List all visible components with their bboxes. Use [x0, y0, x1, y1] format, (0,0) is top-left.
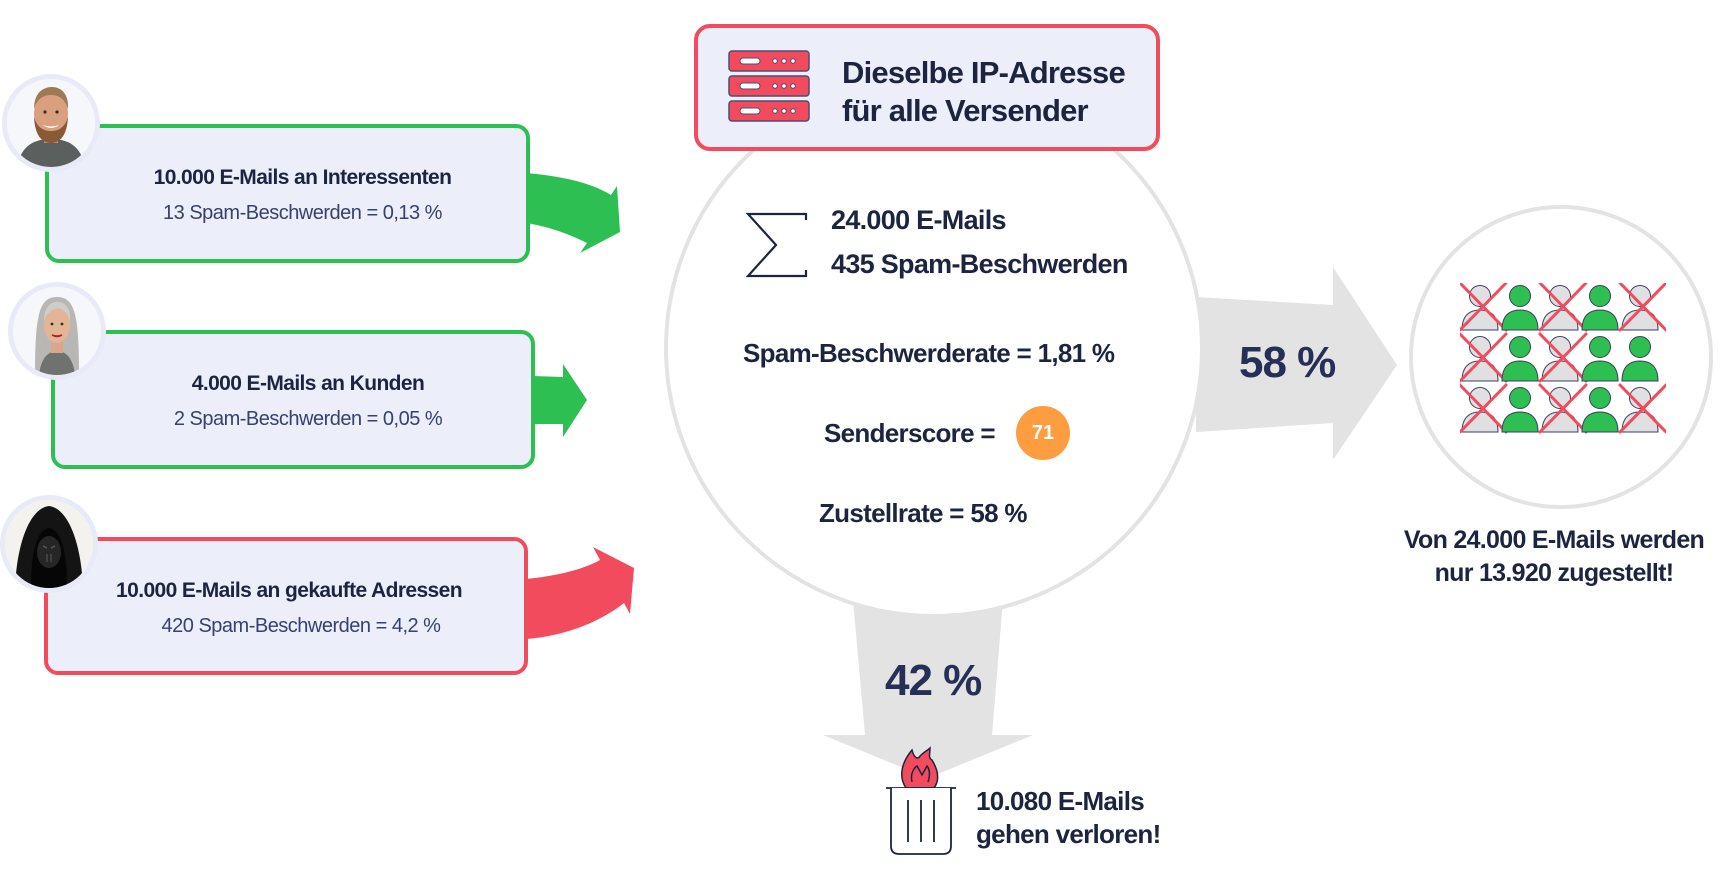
lost-person-icon: [1538, 332, 1588, 383]
delivered-person-icon: [1501, 336, 1539, 382]
delivery-rate: Zustellrate = 58 %: [819, 498, 1027, 528]
cross-mark-icon: [1538, 283, 1588, 332]
sender-title: 10.000 E-Mails an gekaufte Adressen: [116, 579, 462, 602]
lost-person-icon: [1618, 383, 1666, 434]
avatar-smiling-bearded-man: [2, 74, 100, 172]
total-complaints: 435 Spam-Beschwerden: [831, 249, 1128, 279]
burning-trash-can-icon: [886, 746, 956, 855]
delivered-percent: 58 %: [1239, 338, 1336, 387]
cross-mark-icon: [1460, 332, 1508, 383]
lost-person-icon: [1618, 283, 1666, 332]
cross-mark-icon: [1538, 383, 1588, 434]
sender-complaints: 420 Spam-Beschwerden = 4,2 %: [161, 615, 441, 637]
senderscore-badge: 71: [1016, 406, 1070, 460]
sender-card-prospects: 10.000 E-Mails an Interessenten 13 Spam-…: [45, 124, 530, 263]
sender-arrow-3: [526, 547, 634, 639]
ip-label-line1: Dieselbe IP-Adresse: [842, 55, 1126, 90]
complaint-rate: Spam-Beschwerderate = 1,81 %: [743, 338, 1115, 368]
delivered-person-icon: [1621, 336, 1659, 382]
sender-card-customers: 4.000 E-Mails an Kunden 2 Spam-Beschwerd…: [51, 330, 535, 469]
shared-ip-label: Dieselbe IP-Adresse für alle Versender: [842, 54, 1126, 130]
delivered-caption: Von 24.000 E-Mails werden nur 13.920 zug…: [1380, 524, 1728, 590]
cross-mark-icon: [1538, 332, 1588, 383]
delivered-person-icon: [1581, 285, 1619, 331]
sender-complaints: 2 Spam-Beschwerden = 0,05 %: [173, 408, 443, 430]
lost-caption-line1: 10.080 E-Mails: [976, 786, 1145, 816]
sender-title: 10.000 E-Mails an Interessenten: [153, 166, 452, 189]
lost-percent: 42 %: [885, 656, 982, 705]
ip-label-line2: für alle Versender: [842, 93, 1089, 128]
cross-mark-icon: [1460, 383, 1508, 434]
cross-mark-icon: [1618, 383, 1666, 434]
lost-caption: 10.080 E-Mails gehen verloren!: [976, 785, 1161, 851]
senderscore-label: Senderscore =: [824, 418, 996, 448]
lost-person-icon: [1460, 332, 1508, 383]
sender-card-purchased-addresses: 10.000 E-Mails an gekaufte Adressen 420 …: [44, 537, 528, 675]
cross-mark-icon: [1460, 283, 1508, 332]
recipients-grid: [1460, 283, 1666, 434]
sender-arrow-2: [533, 364, 587, 437]
delivered-caption-line1: Von 24.000 E-Mails werden: [1403, 526, 1705, 554]
delivered-person-icon: [1501, 387, 1539, 433]
delivered-person-icon: [1581, 387, 1619, 433]
delivered-caption-line2: nur 13.920 zugestellt!: [1434, 559, 1675, 587]
sigma-icon: [746, 212, 808, 278]
cross-mark-icon: [1618, 283, 1666, 332]
server-rack-icon: [728, 50, 810, 122]
lost-person-icon: [1538, 383, 1588, 434]
shared-ip-box: Dieselbe IP-Adresse für alle Versender: [694, 24, 1160, 151]
total-emails: 24.000 E-Mails: [831, 205, 1007, 235]
avatar-hooded-hacker: [0, 495, 98, 593]
lost-person-icon: [1460, 383, 1508, 434]
delivered-person-icon: [1501, 285, 1539, 331]
sender-arrow-1: [526, 173, 620, 253]
lost-caption-line2: gehen verloren!: [976, 819, 1161, 849]
sender-complaints: 13 Spam-Beschwerden = 0,13 %: [163, 202, 442, 224]
ip-summary-circle: [664, 78, 1204, 618]
delivered-arrow: [1196, 267, 1397, 460]
lost-person-icon: [1460, 283, 1508, 332]
delivered-person-icon: [1581, 336, 1619, 382]
avatar-gray-haired-woman: [8, 282, 106, 380]
sender-title: 4.000 E-Mails an Kunden: [191, 372, 425, 395]
lost-arrow: [823, 600, 1033, 778]
lost-person-icon: [1538, 283, 1588, 332]
